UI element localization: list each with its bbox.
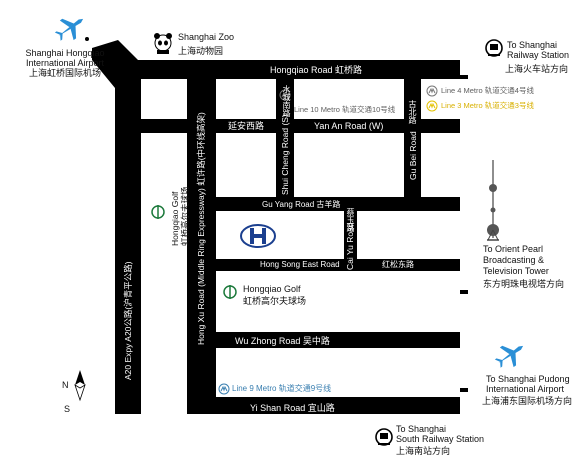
railway-label-cn: 上海火车站方向 bbox=[505, 64, 569, 74]
pudong-label-en2: International Airport bbox=[486, 384, 565, 394]
line3-metro-icon bbox=[426, 100, 438, 112]
metro-line3-label: Line 3 Metro 轨道交通3号线 bbox=[441, 101, 534, 111]
road-hongqiao: Hongqiao Road 虹桥路 bbox=[270, 65, 363, 75]
road-gubei-cn: 古北路 bbox=[408, 100, 417, 124]
airport-label-en1: Shanghai Hongqiao bbox=[25, 48, 105, 58]
compass-north: N bbox=[62, 380, 69, 390]
zoo-label-en: Shanghai Zoo bbox=[178, 32, 235, 42]
pudong-label-en1: To Shanghai Pudong bbox=[486, 374, 570, 384]
railway-label-en2: Railway Station bbox=[507, 50, 570, 60]
south-railway-label-cn: 上海南站方向 bbox=[396, 446, 451, 456]
south-railway-label-en2: South Railway Station bbox=[396, 434, 485, 444]
south-railway-label-en1: To Shanghai bbox=[396, 424, 447, 434]
road-wuzhong: Wu Zhong Road 吴中路 bbox=[235, 336, 330, 346]
tv-tower-icon bbox=[487, 160, 499, 241]
pearl-label-en2: Broadcasting & bbox=[483, 255, 545, 265]
golf-label-en: Hongqiao Golf bbox=[170, 191, 180, 246]
road-yanan-en: Yan An Road (W) bbox=[314, 121, 384, 131]
airplane-icon bbox=[494, 345, 524, 368]
golf2-label-en: Hongqiao Golf bbox=[243, 284, 301, 294]
golf-icon bbox=[223, 285, 237, 299]
golf2-label-cn: 虹桥高尔夫球场 bbox=[243, 296, 307, 306]
road-shuicheng-en: Shui Cheng Road (S) bbox=[280, 114, 290, 195]
metro-line10-label: Line 10 Metro 轨道交通10号线 bbox=[294, 105, 396, 114]
metro-line9-label: Line 9 Metro 轨道交通9号线 bbox=[232, 384, 332, 393]
railway-label-en1: To Shanghai bbox=[507, 40, 558, 50]
road-ciyu-cn: 蔡玉路 bbox=[346, 208, 355, 232]
golf-icon bbox=[151, 205, 165, 219]
pearl-label-en1: To Orient Pearl bbox=[483, 244, 544, 254]
line4-metro-icon bbox=[426, 85, 438, 97]
metro-line4-label: Line 4 Metro 轨道交通4号线 bbox=[441, 86, 534, 96]
railway-station-icon bbox=[485, 39, 503, 57]
road-hongsong: Hong Song East Road bbox=[260, 260, 340, 269]
road-shuicheng-cn: 水城南路 bbox=[282, 85, 291, 117]
line10-metro-icon bbox=[279, 89, 291, 101]
line9-metro-icon bbox=[218, 383, 230, 395]
pearl-label-en3: Television Tower bbox=[483, 266, 549, 276]
compass-icon bbox=[74, 370, 86, 402]
pudong-label-cn: 上海浦东国际机场方向 bbox=[482, 396, 573, 406]
road-a20: A20 Expy A20公路(沪青平公路) bbox=[123, 261, 133, 380]
airport-label-en2: International Airport bbox=[25, 58, 105, 68]
panda-icon bbox=[154, 33, 172, 54]
city-blocks bbox=[141, 79, 460, 414]
hotel-logo-icon bbox=[240, 224, 276, 248]
road-yanan-cn: 延安西路 bbox=[228, 121, 265, 131]
south-railway-station-icon bbox=[375, 428, 393, 446]
road-hongxu: Hong Xu Road (Middle Ring Expressway) 虹许… bbox=[196, 112, 206, 345]
zoo-label-cn: 上海动物园 bbox=[178, 46, 224, 56]
road-yishan: Yi Shan Road 宜山路 bbox=[250, 403, 335, 413]
road-gubei-en: Gu Bei Road bbox=[408, 131, 418, 180]
airplane-icon bbox=[54, 18, 84, 41]
road-hongsong-cn: 红松东路 bbox=[382, 260, 414, 269]
compass-south: S bbox=[64, 404, 71, 414]
pearl-label-cn: 东方明珠电视塔方向 bbox=[483, 279, 565, 289]
road-guyang: Gu Yang Road 古羊路 bbox=[262, 200, 341, 209]
airport-label-cn: 上海虹桥国际机场 bbox=[28, 68, 101, 78]
golf-label-cn: 虹桥高尔夫球场 bbox=[180, 186, 190, 246]
